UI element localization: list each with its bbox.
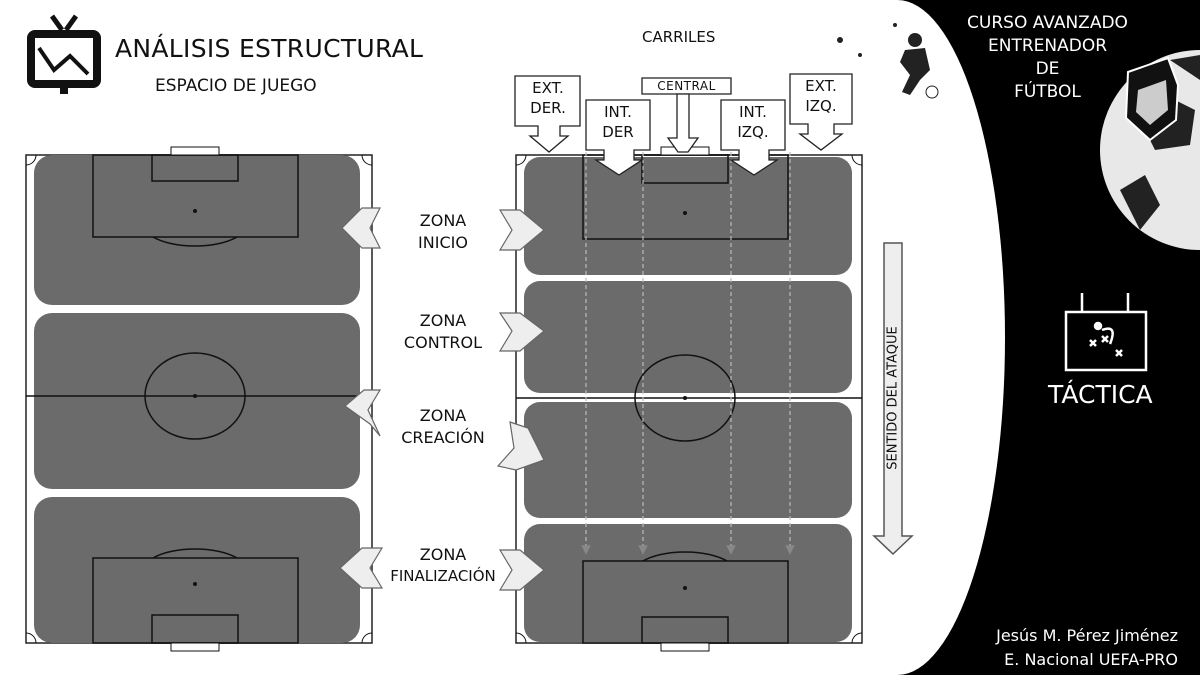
author-credential: E. Nacional UEFA-PRO [1004, 650, 1178, 669]
section-label: TÁCTICA [1048, 380, 1153, 409]
lane-ext-izq: EXT. IZQ. [805, 77, 837, 116]
lane-int-der: INT. DER [602, 103, 634, 142]
lane-callout-int-der [585, 99, 651, 176]
course-title: CURSO AVANZADO ENTRENADOR DE FÚTBOL [967, 13, 1128, 102]
right-zone-inicio [524, 157, 852, 275]
left-zone-central [34, 313, 360, 489]
page-title: ANÁLISIS ESTRUCTURAL [115, 34, 424, 63]
lane-callout-central [641, 77, 732, 95]
right-zone-creacion [524, 402, 852, 518]
attack-direction-arrow [872, 242, 914, 556]
zone-chevrons [339, 207, 545, 591]
zone-label-finalizacion: ZONA FINALIZACIÓN [390, 545, 496, 585]
diagram-canvas [25, 73, 914, 652]
page-subtitle: ESPACIO DE JUEGO [155, 76, 317, 96]
right-zone-control [524, 281, 852, 393]
tactic-board-icon [1064, 293, 1148, 372]
right-pitch [515, 146, 863, 652]
lane-callouts [514, 73, 853, 176]
zone-label-control: ZONA CONTROL [403, 311, 483, 352]
author-credit: Jesús M. Pérez Jiménez E. Nacional UEFA-… [996, 624, 1178, 672]
author-name: Jesús M. Pérez Jiménez [996, 626, 1178, 645]
lane-int-izq: INT. IZQ. [737, 103, 769, 142]
lane-callout-ext-der [514, 75, 581, 153]
lane-callout-int-izq [720, 99, 786, 176]
main-panel: ANÁLISIS ESTRUCTURAL ESPACIO DE JUEGO CA… [0, 0, 1005, 675]
left-zone-inicio [34, 155, 360, 305]
zone-label-creacion: ZONA CREACIÓN [401, 406, 485, 447]
lane-callout-ext-izq [789, 73, 853, 151]
lanes-heading: CARRILES [642, 28, 716, 46]
lane-central: CENTRAL [657, 79, 716, 93]
right-zone-finalizacion [524, 524, 852, 642]
lane-ext-der: EXT. DER. [530, 79, 566, 118]
zone-label-inicio: ZONA INICIO [418, 211, 468, 252]
left-pitch [25, 146, 373, 652]
tv-chart-icon [27, 14, 101, 94]
left-zone-finalizacion [34, 497, 360, 643]
attack-direction-label: SENTIDO DEL ATAQUE [885, 326, 901, 470]
